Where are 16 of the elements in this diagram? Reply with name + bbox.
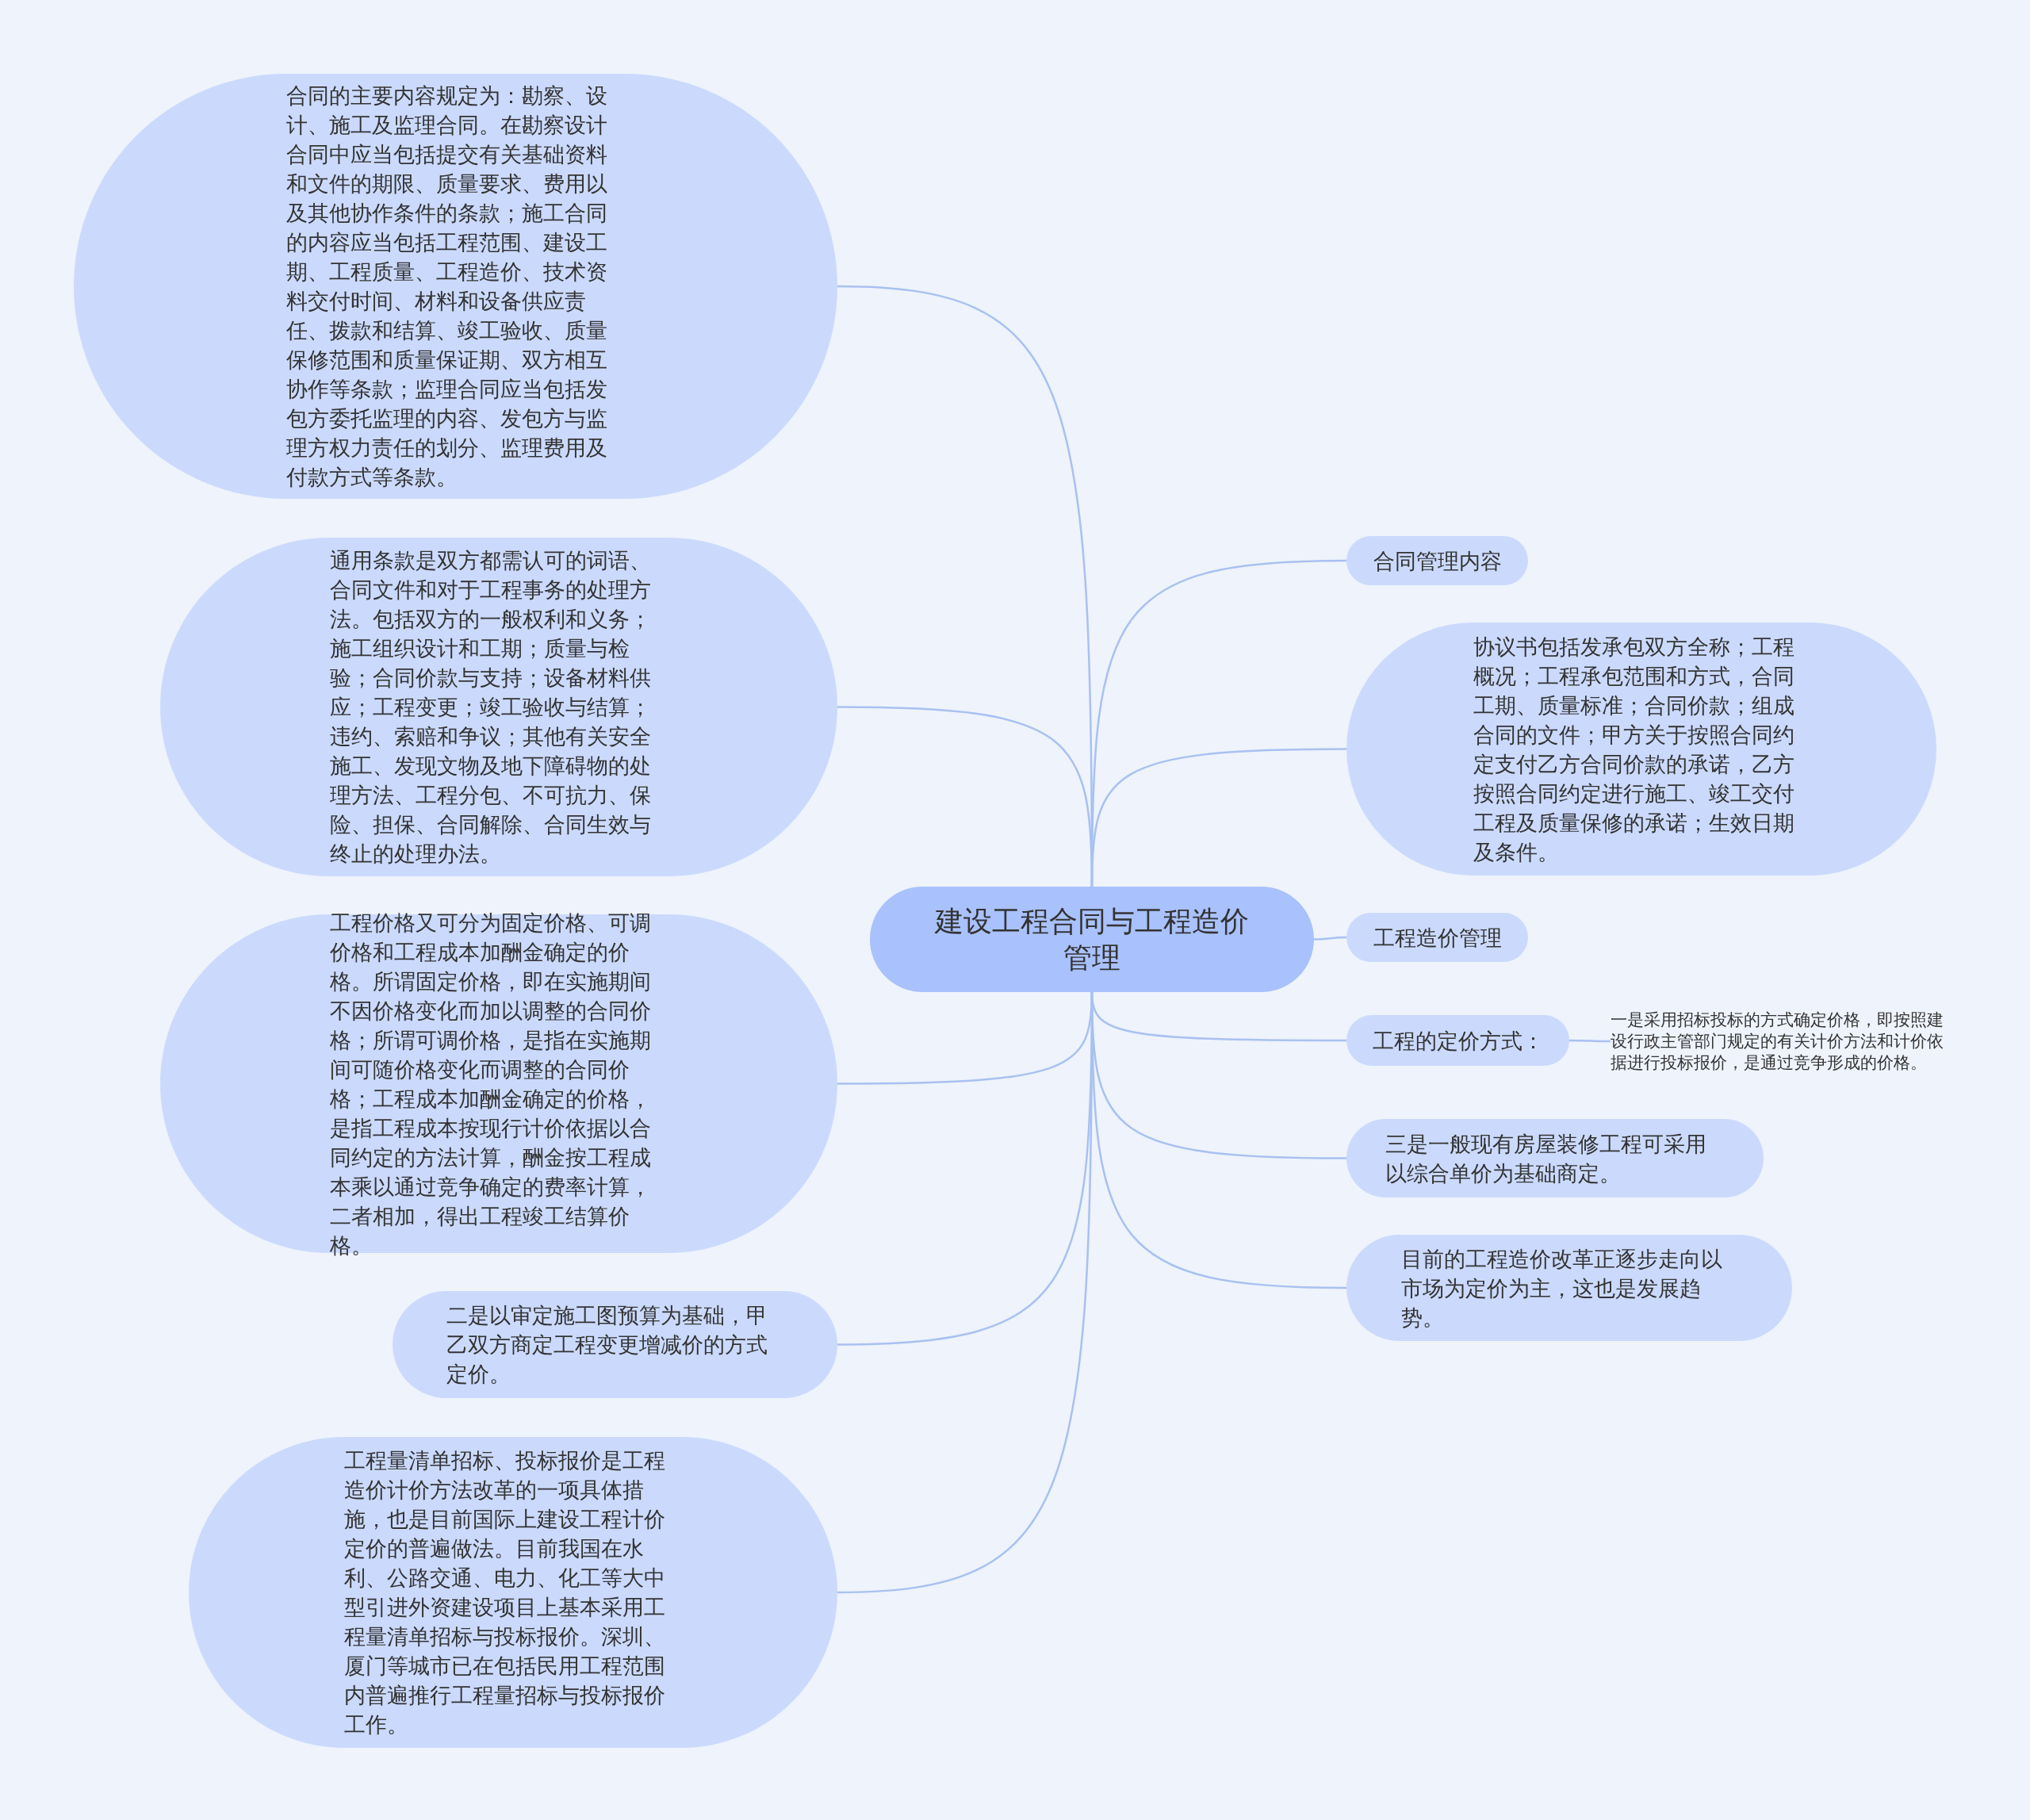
topic-text: 工程的定价方式：: [1372, 1027, 1544, 1055]
topic-text: 二是以审定施工图预算为基础，甲乙双方商定工程变更增减价的方式定价。: [446, 1302, 768, 1388]
topic-text: 工程量清单招标、投标报价是工程造价计价方法改革的一项具体措施，也是目前国际上建设工程计价定价的普遍做法。目前我国在水利、公路交通、电力、化工等大中型引进外资建设项目上基本采用工程量清单招标与投标报价。深圳、厦门等城市已在包括民用工程范围内普遍推行工程量招标与投标报价工作。: [344, 1447, 666, 1738]
topic-text: 合同的主要内容规定为：勘察、设计、施工及监理合同。在勘察设计合同中应当包括提交有关基础资料和文件的期限、质量要求、费用以及其他协作条件的条款；施工合同的内容应当包括工程范围、建设工期、工程质量、工程造价、技术资料交付时间、材料和设备供应责任、拨款和结算、竣工验收、质量保修范围和质量保证期、双方相互协作等条款；监理合同应当包括发包方委托监理的内容、发包方与监理方权力责任的划分、监理费用及付款方式等条款。: [286, 82, 608, 491]
connector-line: [1314, 936, 1346, 941]
topic-text: 协议书包括发承包双方全称；工程概况；工程承包范围和方式，合同工期、质量标准；合同价款；组成合同的文件；甲方关于按照合同约定支付乙方合同价款的承诺，乙方按照合同约定进行施工、竣工交付工程及质量保修的承诺；生效日期及条件。: [1473, 633, 1795, 866]
topic-text: 目前的工程造价改革正逐步走向以市场为定价为主，这也是发展趋势。: [1401, 1245, 1723, 1331]
connector-line: [1090, 748, 1346, 887]
topic-text: 通用条款是双方都需认可的词语、合同文件和对于工程事务的处理方法。包括双方的一般权利和义务；施工组织设计和工期；质量与检验；合同价款与支持；设备材料供应；工程变更；竣工验收与结算；违约、索赔和争议；其他有关安全施工、发现文物及地下障碍物的处理方法、工程分包、不可抗力、保险、担保、合同解除、合同生效与终止的处理办法。: [330, 547, 652, 868]
topic-text: 工程造价管理: [1373, 924, 1502, 952]
topic-text: 三是一般现有房屋装修工程可采用以综合单价为基础商定。: [1385, 1130, 1707, 1187]
topic-text: 建设工程合同与工程造价管理: [933, 903, 1250, 975]
note-text: 一是采用招标投标的方式确定价格，即按照建设行政主管部门规定的有关计价方法和计价依据进行投标报价，是通过竞争形成的价格。: [1611, 1007, 1953, 1075]
topic-text: 合同管理内容: [1373, 547, 1502, 575]
topic-text: 工程价格又可分为固定价格、可调价格和工程成本加酬金确定的价格。所谓固定价格，即在实施期间不因价格变化而加以调整的合同价格；所谓可调价格，是指在实施期间可随价格变化而调整的合同价格；工程成本加酬金确定的价格，是指工程成本按现行计价依据以合同约定的方法计算，酬金按工程成本乘以通过竞争确定的费率计算，二者相加，得出工程竣工结算价格。: [330, 909, 652, 1259]
connector-line: [1569, 1039, 1611, 1043]
